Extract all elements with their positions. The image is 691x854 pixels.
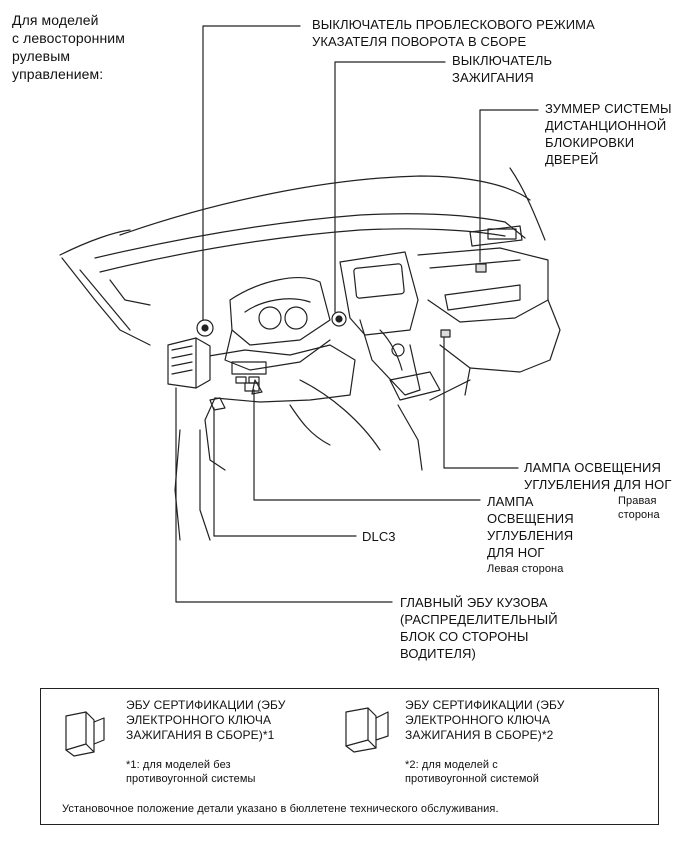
foot-lamp-right-side: Правая сторона (618, 495, 660, 521)
legend-box (40, 688, 659, 825)
ignition-switch-label: ВЫКЛЮЧАТЕЛЬ ЗАЖИГАНИЯ (452, 53, 553, 85)
legend-footer: Установочное положение детали указано в … (62, 803, 499, 815)
foot-lamp-left-label: ЛАМПА ОСВЕЩЕНИЯ УГЛУБЛЕНИЯ ДЛЯ НОГ (487, 494, 574, 560)
door-buzzer-label: ЗУММЕР СИСТЕМЫ ДИСТАНЦИОННОЙ БЛОКИРОВКИ … (545, 101, 672, 167)
ecu1-note: *1: для моделей без противоугонной систе… (126, 759, 256, 785)
ecu2-title: ЭБУ СЕРТИФИКАЦИИ (ЭБУ ЭЛЕКТРОННОГО КЛЮЧА… (405, 698, 565, 742)
ecu1-title: ЭБУ СЕРТИФИКАЦИИ (ЭБУ ЭЛЕКТРОННОГО КЛЮЧА… (126, 698, 286, 742)
dlc3-label: DLC3 (362, 529, 396, 544)
ecu2-note: *2: для моделей с противоугонной системо… (405, 759, 540, 785)
models-note: Для моделей с левосторонним рулевым упра… (12, 12, 125, 82)
main-body-ecu-label: ГЛАВНЫЙ ЭБУ КУЗОВА (РАСПРЕДЕЛИТЕЛЬНЫЙ БЛ… (400, 595, 558, 661)
foot-lamp-right-label: ЛАМПА ОСВЕЩЕНИЯ УГЛУБЛЕНИЯ ДЛЯ НОГ (524, 460, 672, 492)
foot-lamp-left-side: Левая сторона (487, 563, 564, 575)
hazard-switch-label: ВЫКЛЮЧАТЕЛЬ ПРОБЛЕСКОВОГО РЕЖИМА УКАЗАТЕ… (312, 17, 595, 49)
